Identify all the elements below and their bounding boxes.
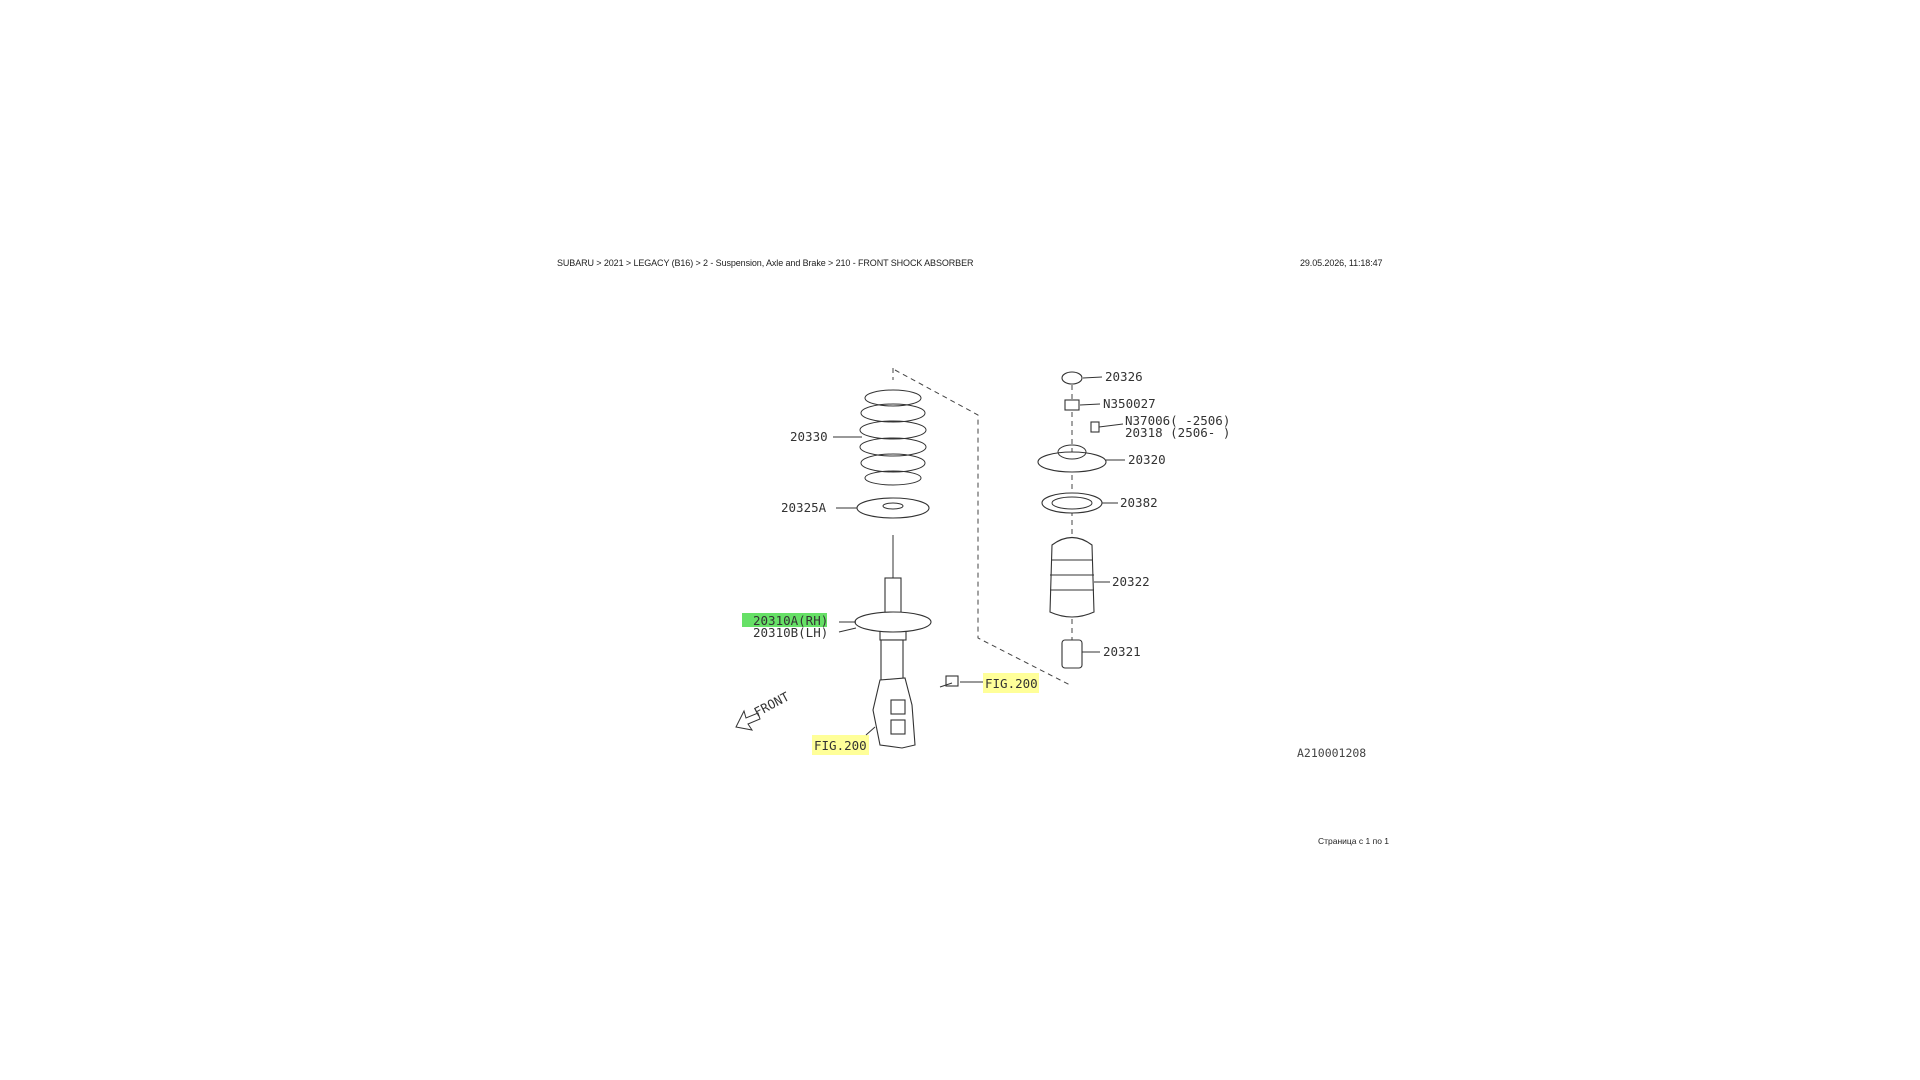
callout-fig-bottom: FIG.200 [814,738,867,753]
coil-spring [859,389,927,486]
callout-20321: 20321 [1103,644,1141,659]
knuckle-bolt [939,675,959,688]
callout-20325a: 20325A [781,500,827,515]
callout-20310b: 20310B(LH) [753,625,828,640]
spring-seat [856,497,930,519]
mount-bolt [1090,421,1100,433]
dust-boot [1049,536,1095,618]
fig-right-highlight [983,673,1039,693]
bearing-ring [1041,492,1103,514]
diagram-code: A210001208 [1297,746,1366,760]
leader-lines [833,376,1125,736]
front-label: FRONT [751,689,792,720]
breadcrumb: SUBARU > 2021 > LEGACY (B16) > 2 - Suspe… [557,258,974,268]
fig-bottom-highlight [812,735,869,755]
bump-stop [1061,639,1083,669]
callout-20320: 20320 [1128,452,1166,467]
callout-20330: 20330 [790,429,828,444]
callout-fig-right: FIG.200 [985,676,1038,691]
callout-20318: 20318 (2506- ) [1125,425,1230,440]
top-nut [1064,399,1080,411]
front-arrow-icon: FRONT [735,689,792,731]
selected-part-highlight [742,613,827,627]
strut-assembly [854,535,932,749]
callout-n37006: N37006( -2506) [1125,413,1230,428]
top-cap [1061,371,1083,385]
callout-20322: 20322 [1112,574,1150,589]
assembly-guide-line [894,369,1071,686]
callout-20310a: 20310A(RH) [753,613,828,628]
callout-20326: 20326 [1105,369,1143,384]
page-counter: Страница с 1 по 1 [1318,836,1390,846]
callout-n350027: N350027 [1103,396,1156,411]
strut-mount [1037,444,1107,473]
callout-20382: 20382 [1120,495,1158,510]
print-timestamp: 29.05.2026, 11:18:47 [1300,258,1383,268]
